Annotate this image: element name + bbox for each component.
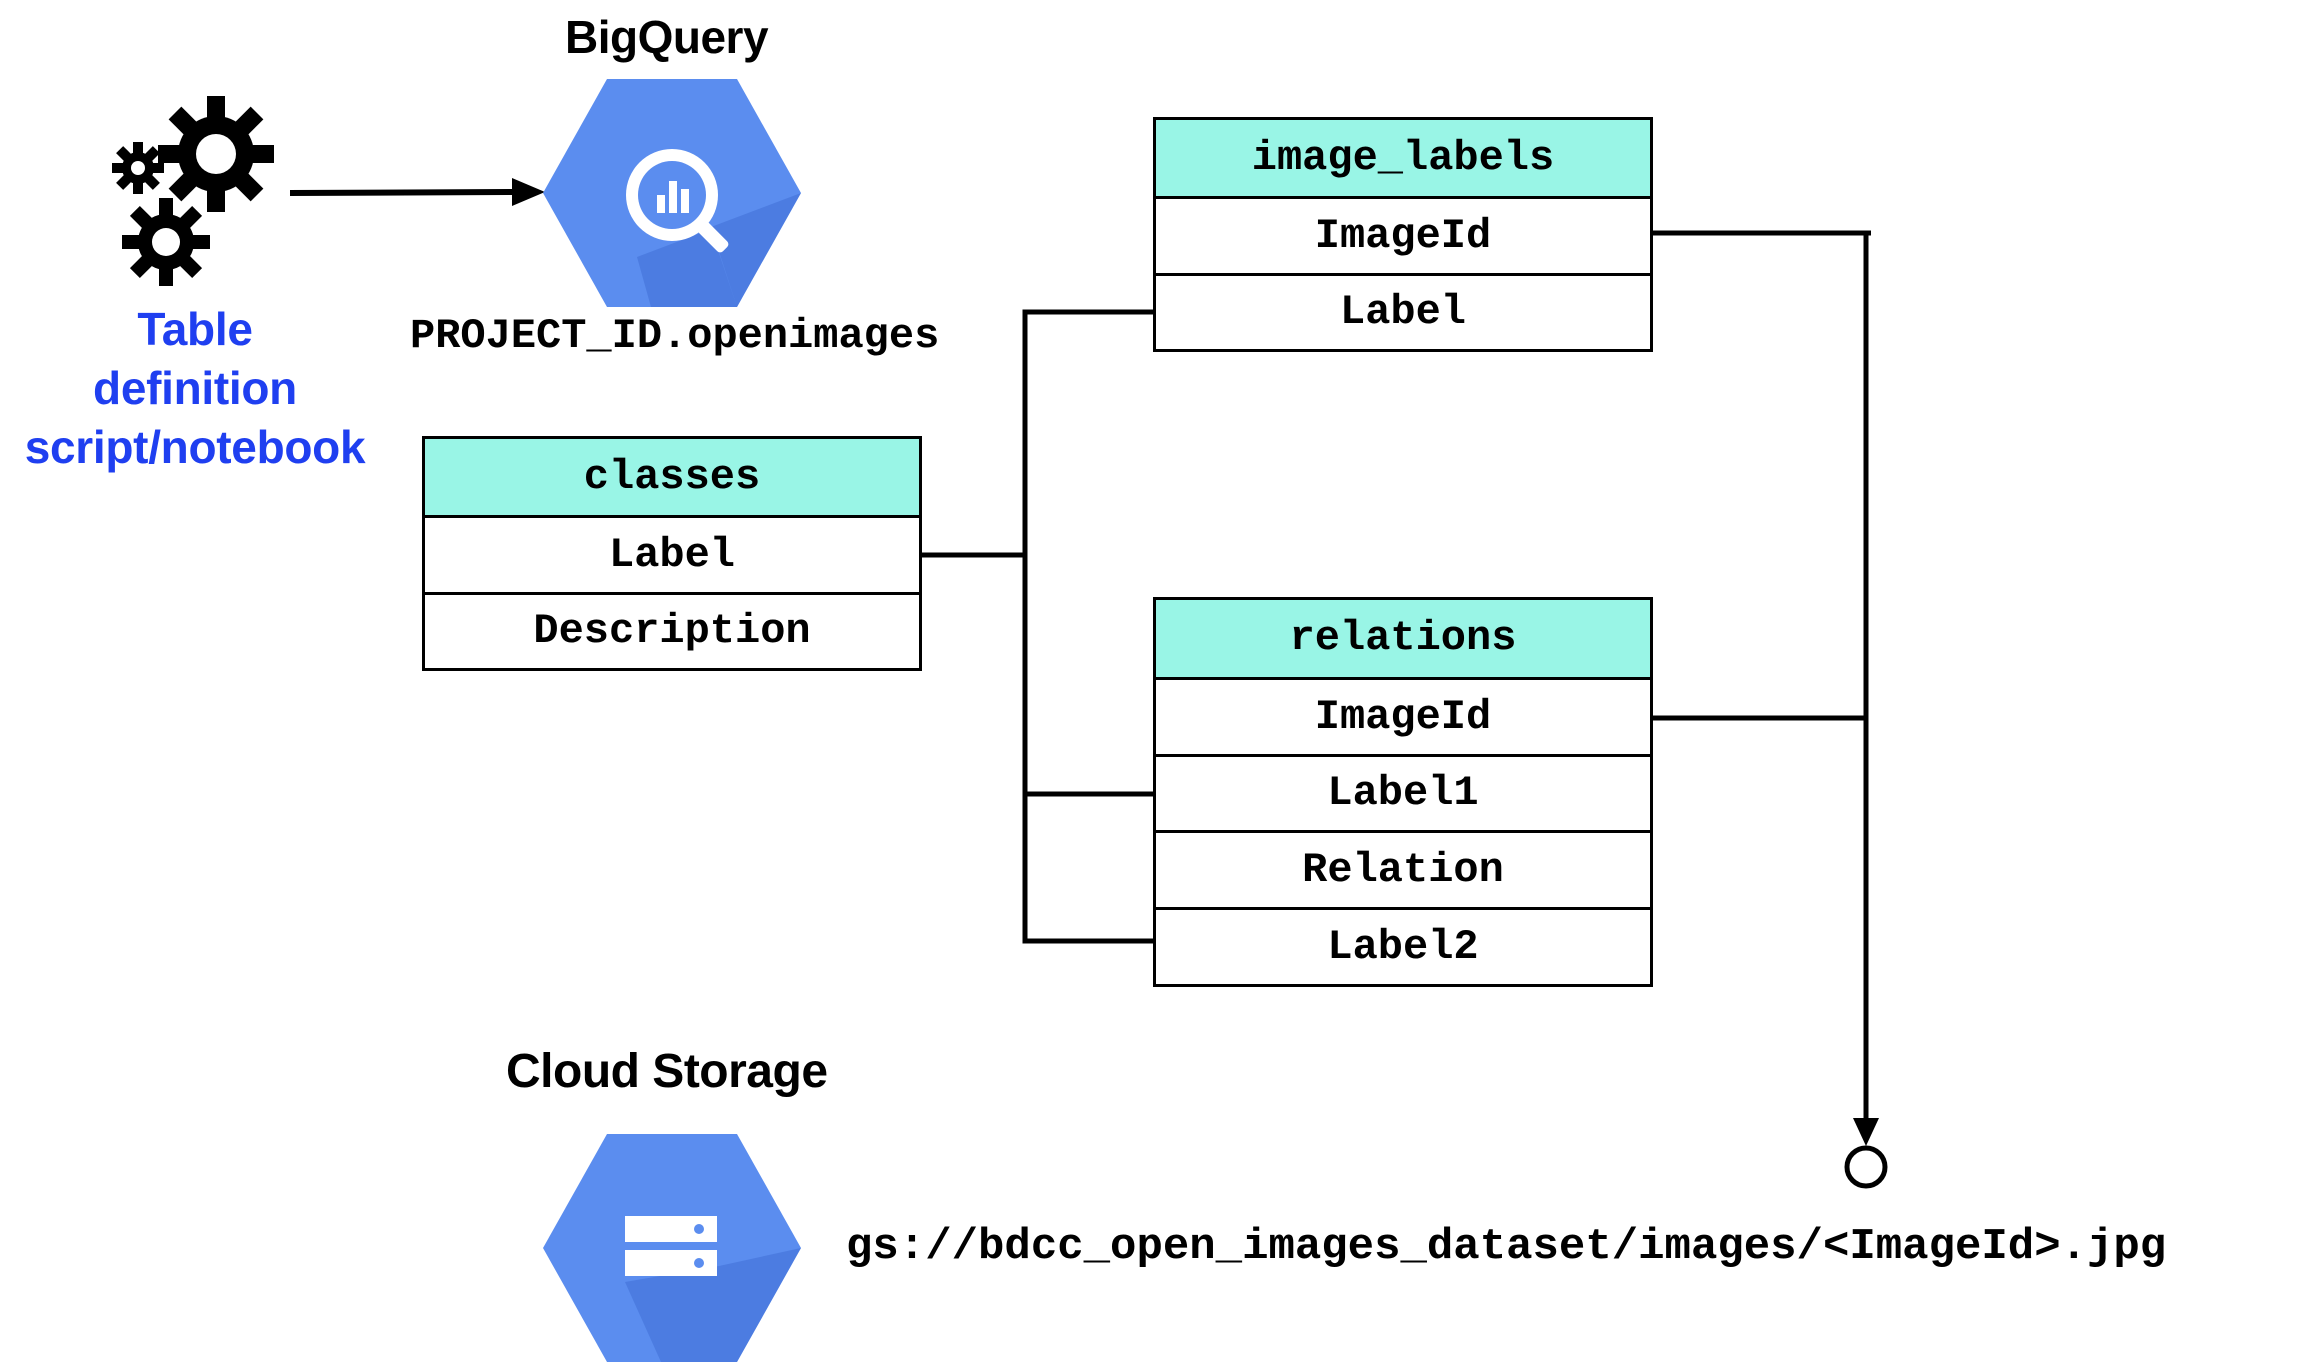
table-column: Description: [425, 591, 919, 668]
table-header: classes: [425, 439, 919, 516]
storage-path: gs://bdcc_open_images_dataset/images/<Im…: [846, 1222, 2167, 1272]
table-column: Label2: [1156, 907, 1650, 984]
script-label-line: Table: [137, 303, 253, 355]
table-relations: relations ImageId Label1 Relation Label2: [1153, 597, 1653, 987]
storage-path-arrowhead: [1853, 1118, 1879, 1146]
script-to-bigquery-arrowhead: [512, 178, 545, 206]
script-label-line: definition: [93, 362, 297, 414]
bigquery-analytics-icon: [543, 79, 801, 307]
table-column: Label: [425, 515, 919, 591]
open-circle-storage: [1844, 1145, 1888, 1189]
gears-icon: [112, 96, 274, 286]
table-column: Label1: [1156, 753, 1650, 831]
table-column: Label: [1156, 272, 1650, 349]
table-image-labels: image_labels ImageId Label: [1153, 117, 1653, 352]
bigquery-dataset: PROJECT_ID.openimages: [410, 312, 940, 360]
bigquery-title: BigQuery: [565, 11, 769, 63]
table-column: Relation: [1156, 830, 1650, 907]
table-column: ImageId: [1156, 676, 1650, 754]
table-header: relations: [1156, 600, 1650, 677]
script-label: Table definition script/notebook: [0, 300, 390, 477]
cloud-storage-title: Cloud Storage: [506, 1045, 828, 1098]
table-header: image_labels: [1156, 120, 1650, 197]
storage-icon: [543, 1134, 801, 1362]
table-classes: classes Label Description: [422, 436, 922, 671]
script-to-bigquery-arrow: [289, 189, 521, 196]
script-label-line: script/notebook: [24, 421, 366, 473]
table-column: ImageId: [1156, 196, 1650, 272]
